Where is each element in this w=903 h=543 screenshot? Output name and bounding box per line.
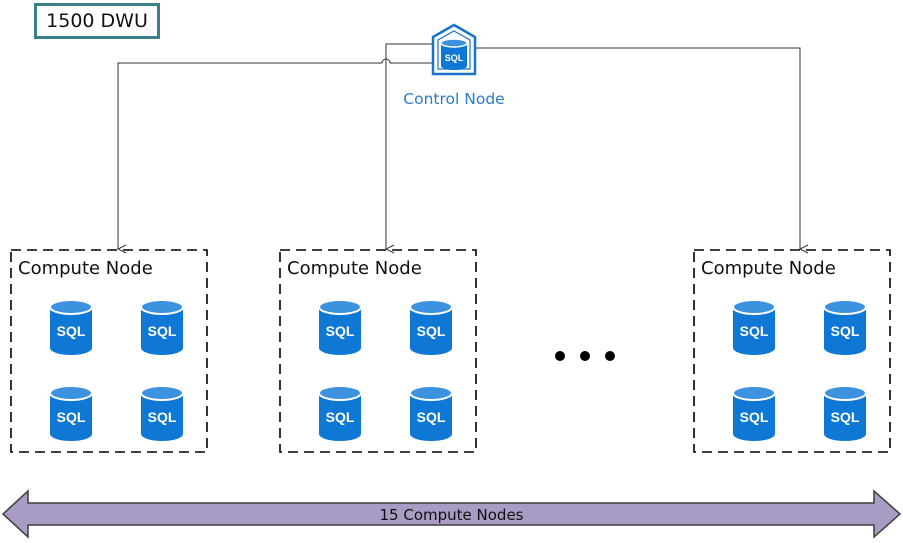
ellipsis	[555, 351, 615, 361]
sql-database-icon-text: SQL	[417, 323, 446, 339]
compute-node-border	[10, 249, 208, 453]
sql-database-icon-text: SQL	[326, 409, 355, 425]
sql-database-icon-text: SQL	[148, 323, 177, 339]
sql-database-icon: SQL	[732, 385, 776, 441]
sql-database-icon: SQL	[409, 299, 453, 355]
sql-database-icon-text: SQL	[831, 409, 860, 425]
compute-node-label: Compute Node	[287, 258, 422, 279]
span-double-arrow	[1, 489, 902, 539]
sql-database-icon: SQL	[140, 299, 184, 355]
compute-node-label: Compute Node	[701, 258, 836, 279]
sql-database-icon: SQL	[823, 385, 867, 441]
connectors	[118, 43, 800, 249]
connector-middle	[386, 43, 436, 249]
sql-database-icon: SQL	[823, 299, 867, 355]
sql-database-icon-text: SQL	[740, 409, 769, 425]
sql-database-icon-text: SQL	[57, 323, 86, 339]
sql-database-icon: SQL	[49, 299, 93, 355]
control-node-sql-icon: SQL	[431, 23, 477, 76]
connector-left	[118, 58, 436, 249]
sql-database-icon: SQL	[732, 299, 776, 355]
control-node-label: Control Node	[403, 90, 505, 108]
control-node-icon-text: SQL	[445, 53, 464, 63]
sql-database-icon: SQL	[409, 385, 453, 441]
sql-database-icon: SQL	[140, 385, 184, 441]
sql-database-icon-text: SQL	[417, 409, 446, 425]
sql-database-icon-text: SQL	[326, 323, 355, 339]
sql-database-icon-text: SQL	[831, 323, 860, 339]
sql-database-icon: SQL	[49, 385, 93, 441]
compute-node-border	[693, 249, 891, 453]
sql-database-icon-text: SQL	[740, 323, 769, 339]
sql-database-icon-text: SQL	[148, 409, 177, 425]
connector-right	[472, 47, 800, 249]
sql-database-icon-text: SQL	[57, 409, 86, 425]
dwu-label: 1500 DWU	[34, 3, 160, 39]
compute-node-border	[279, 249, 477, 453]
compute-node-label: Compute Node	[18, 258, 153, 279]
sql-database-icon: SQL	[318, 299, 362, 355]
compute-nodes-count-label: 15 Compute Nodes	[379, 506, 524, 524]
sql-database-icon: SQL	[318, 385, 362, 441]
